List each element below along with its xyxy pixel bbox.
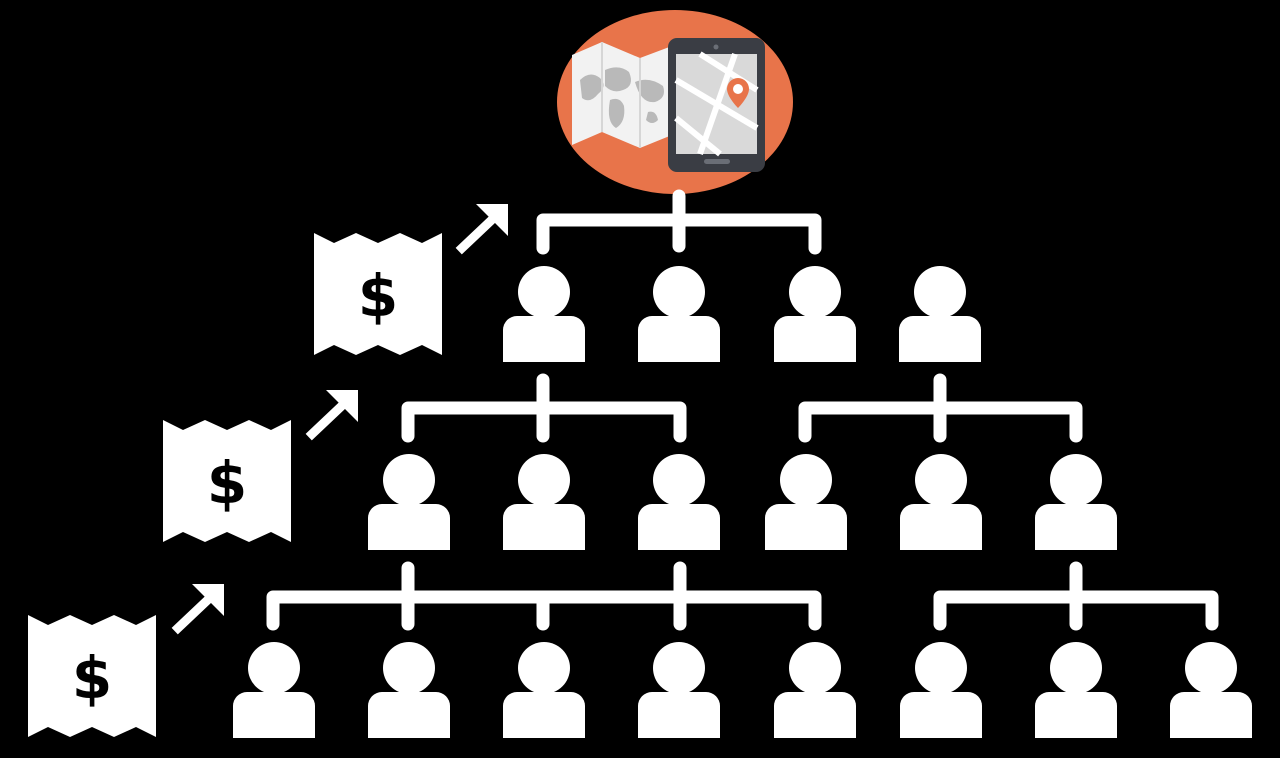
person-icon bbox=[638, 266, 720, 362]
person-icon bbox=[900, 454, 982, 550]
person-icon bbox=[638, 642, 720, 738]
person-icon bbox=[765, 454, 847, 550]
person-icon bbox=[774, 642, 856, 738]
person-icon bbox=[368, 454, 450, 550]
person-icon bbox=[1035, 454, 1117, 550]
person-icon bbox=[1170, 642, 1252, 738]
phone-icon bbox=[668, 38, 765, 172]
person-icon bbox=[900, 642, 982, 738]
money-symbol: $ bbox=[72, 644, 112, 712]
money-symbol: $ bbox=[207, 449, 247, 517]
person-icon bbox=[503, 642, 585, 738]
person-icon bbox=[1035, 642, 1117, 738]
person-icon bbox=[503, 454, 585, 550]
arrow-up-right-icon bbox=[178, 584, 224, 628]
person-icon bbox=[503, 266, 585, 362]
person-icon bbox=[233, 642, 315, 738]
map-and-phone-location-icon bbox=[557, 10, 793, 194]
person-icon bbox=[774, 266, 856, 362]
connector-level-1 bbox=[536, 189, 822, 255]
person-icon bbox=[899, 266, 981, 362]
level-3-people bbox=[233, 642, 1252, 738]
level-2-people bbox=[368, 454, 1117, 550]
connector-level-3-right bbox=[933, 561, 1219, 631]
connector-level-3-left bbox=[266, 561, 822, 631]
person-icon bbox=[368, 642, 450, 738]
payout-3: $ bbox=[28, 584, 224, 737]
payout-1: $ bbox=[314, 204, 508, 355]
person-icon bbox=[638, 454, 720, 550]
level-1-people bbox=[503, 266, 981, 362]
org-connectors bbox=[266, 189, 1219, 631]
arrow-up-right-icon bbox=[462, 204, 508, 248]
arrow-up-right-icon bbox=[312, 390, 358, 434]
connector-level-2-left bbox=[401, 373, 687, 443]
location-pin-icon bbox=[727, 78, 749, 108]
money-symbol: $ bbox=[358, 262, 398, 330]
payout-2: $ bbox=[163, 390, 358, 542]
map-icon bbox=[572, 42, 672, 148]
connector-level-2-right bbox=[798, 373, 1083, 443]
